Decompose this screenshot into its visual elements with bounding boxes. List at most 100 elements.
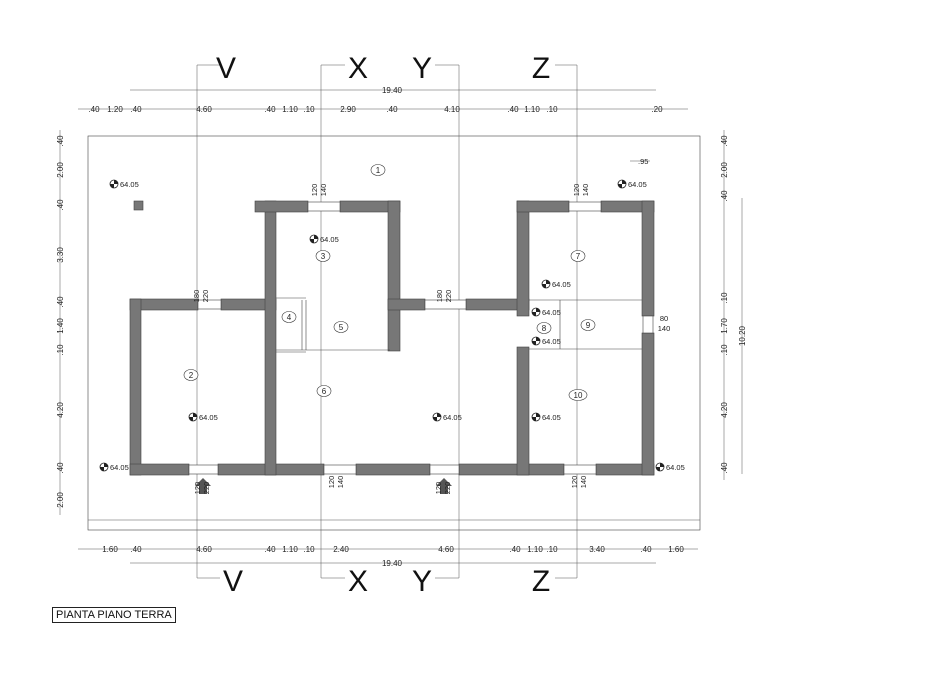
room-number-9: 9 (586, 321, 591, 330)
section-label-v-top: V (216, 52, 236, 85)
room-number-6: 6 (322, 387, 327, 396)
opening-width-5: 120 (193, 482, 202, 495)
site-outline (87, 135, 701, 531)
level-value: 64.05 (542, 413, 561, 422)
dim-bottom-3: .40 (264, 545, 276, 554)
level-value: 64.05 (110, 463, 129, 472)
level-value: 64.05 (443, 413, 462, 422)
level-markers: 64.05 64.05 64.05 64.05 64.05 64.05 64.05 64.05… (99, 179, 685, 472)
entrance-arrows (195, 478, 452, 494)
level-marker-fill (542, 280, 550, 288)
overall-dim-right: 10.20 (738, 325, 747, 346)
dim-top-2: .40 (130, 105, 142, 114)
level-marker-fill (532, 337, 540, 345)
dim-top-8: .40 (386, 105, 398, 114)
dim-bottom-9: 1.10 (527, 545, 543, 554)
level-marker-fill (189, 413, 197, 421)
dim-top-0: .40 (88, 105, 100, 114)
dim-right-3: .10 (720, 292, 729, 304)
dim-top-12: .10 (546, 105, 558, 114)
dim-left-5: 1.40 (56, 318, 65, 334)
room-number-badge-8 (536, 322, 552, 334)
dim-top-1: 1.20 (107, 105, 123, 114)
room-number-8: 8 (542, 324, 547, 333)
dim-top-10: .40 (507, 105, 519, 114)
opening-width-2: 180 (192, 290, 201, 303)
section-label-v-bottom: V (223, 565, 243, 598)
opening-height-1: 140 (581, 184, 590, 197)
dim-right-1: 2.00 (720, 162, 729, 178)
dim-left-9: 2.00 (56, 492, 65, 508)
section-label-z-bottom: Z (532, 565, 550, 598)
dim-bottom-6: 2.40 (333, 545, 349, 554)
room-number-badge-5 (333, 321, 349, 333)
dim-left-6: .10 (56, 344, 65, 356)
dim-right-5: .10 (720, 344, 729, 356)
dim-top-7: 2.90 (340, 105, 356, 114)
opening-width-3: 180 (435, 290, 444, 303)
dim-top-4: .40 (264, 105, 276, 114)
dim-bottom-11: 3.40 (589, 545, 605, 554)
level-value: 64.05 (320, 235, 339, 244)
level-marker-fill (100, 463, 108, 471)
dim-left-1: 2.00 (56, 162, 65, 178)
room-number-badge-10 (568, 389, 588, 401)
dim-right-0: .40 (720, 135, 729, 147)
room-number-4: 4 (287, 313, 292, 322)
dim-left-0: .40 (56, 135, 65, 147)
overall-dim-bottom: 19.40 (382, 559, 403, 568)
level-marker: 64.05 (109, 179, 139, 189)
level-marker: 64.05 (309, 234, 339, 244)
room-number-5: 5 (339, 323, 344, 332)
dim-top-5: 1.10 (282, 105, 298, 114)
opening-height-6: 140 (336, 476, 345, 489)
level-value: 64.05 (199, 413, 218, 422)
dim-top-6: .10 (303, 105, 315, 114)
level-marker-fill (532, 413, 540, 421)
level-marker-fill (433, 413, 441, 421)
opening-height-7: 220 (443, 482, 452, 495)
room-number-7: 7 (576, 252, 581, 261)
room-number-3: 3 (321, 252, 326, 261)
partitions (276, 297, 642, 353)
opening-height-3: 220 (444, 290, 453, 303)
walls (129, 200, 655, 476)
dim-top-9: 4.10 (444, 105, 460, 114)
level-marker: 64.05 (655, 462, 685, 472)
room-number-badge-1 (370, 164, 386, 176)
opening-width-7: 120 (434, 482, 443, 495)
opening-width-6: 120 (327, 476, 336, 489)
level-marker: 64.05 (531, 412, 561, 422)
room-number-badge-6 (316, 385, 332, 397)
dim-bottom-2: 4.60 (196, 545, 212, 554)
dim-left-7: 4.20 (56, 402, 65, 418)
opening-width-0: 120 (310, 184, 319, 197)
room-number-1: 1 (376, 166, 381, 175)
section-label-z-top: Z (532, 52, 550, 85)
dim-top-3: 4.60 (196, 105, 212, 114)
dim-bottom-4: 1.10 (282, 545, 298, 554)
level-marker: 64.05 (617, 179, 647, 189)
section-label-x-top: X (348, 52, 368, 85)
dim-bottom-12: .40 (640, 545, 652, 554)
dim-right-6: 4.20 (720, 402, 729, 418)
section-label-y-bottom: Y (412, 565, 432, 598)
dim-top-11: 1.10 (524, 105, 540, 114)
level-marker: 64.05 (541, 279, 571, 289)
section-label-x-bottom: X (348, 565, 368, 598)
dim-left-8: .40 (56, 462, 65, 474)
dim-left-3: 3.30 (56, 247, 65, 263)
dim-bottom-1: .40 (130, 545, 142, 554)
level-marker: 64.05 (432, 412, 462, 422)
room-number-10: 10 (574, 391, 583, 400)
dim-left-4: .40 (56, 296, 65, 308)
room-number-badge-3 (315, 250, 331, 262)
section-lines (196, 64, 578, 579)
dim-right-7: .40 (720, 462, 729, 474)
room-number-badge-9 (580, 319, 596, 331)
opening-width-8: 120 (570, 476, 579, 489)
room-number-badge-2 (183, 369, 199, 381)
level-marker: 64.05 (531, 336, 561, 346)
dim-bottom-5: .10 (303, 545, 315, 554)
